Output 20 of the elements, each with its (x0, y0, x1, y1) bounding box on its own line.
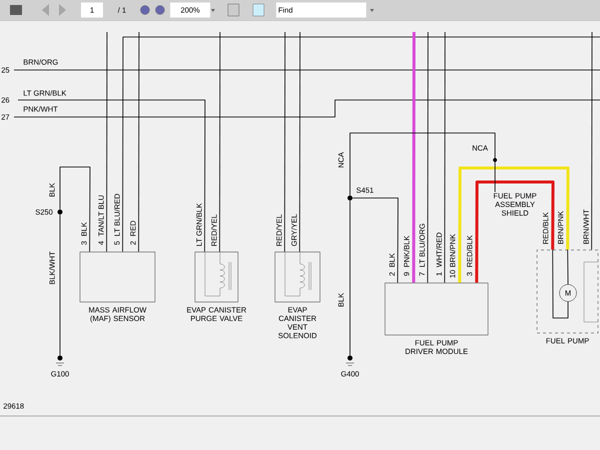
wire (427, 32, 428, 284)
wire (444, 32, 446, 284)
ground-dot (56, 356, 64, 366)
wire (219, 32, 220, 252)
wire (552, 249, 568, 318)
wire (412, 32, 416, 283)
wire (138, 32, 140, 252)
wire (458, 166, 570, 283)
wire (122, 36, 600, 252)
ground-dot (346, 356, 354, 366)
wire (106, 32, 108, 252)
wire (475, 180, 554, 283)
wire (18, 100, 206, 252)
wire (299, 32, 300, 252)
wire (350, 132, 496, 196)
wire (284, 32, 286, 252)
wire (591, 32, 592, 250)
wire (567, 249, 568, 285)
wire (352, 198, 398, 284)
wire (60, 166, 90, 252)
